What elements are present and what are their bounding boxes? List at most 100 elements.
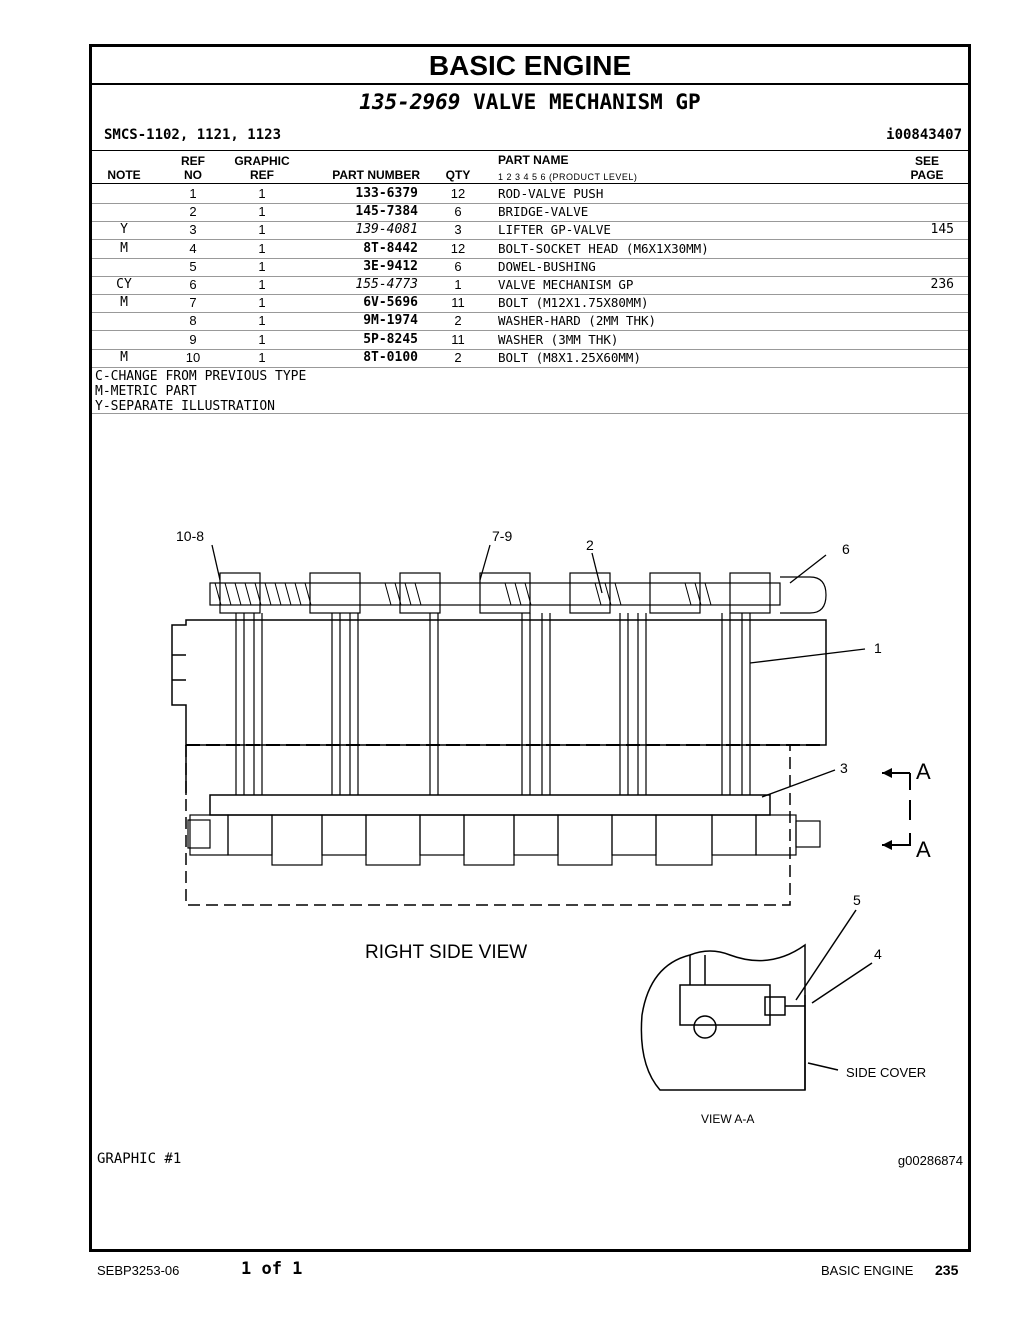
part-graphic-ref: 1 [258,313,266,329]
table-row: 9 1 5P-8245 11 WASHER (3MM THK) [92,331,968,350]
col-graphic-top: GRAPHIC [234,154,290,168]
part-note: CY [116,277,132,292]
part-qty: 1 [454,277,462,292]
part-ref-no: 2 [189,204,197,220]
part-ref-no: 6 [189,277,197,292]
notes-legend: C-CHANGE FROM PREVIOUS TYPE M-METRIC PAR… [95,369,306,414]
callout-7-9: 7-9 [492,528,512,544]
table-row: Y 3 1 139-4081 3 LIFTER GP-VALVE 145 [92,221,968,241]
part-qty: 11 [451,331,465,347]
table-header-divider [92,183,968,184]
part-qty: 12 [450,186,466,201]
col-product-levels: 1 2 3 4 5 6 (PRODUCT LEVEL) [498,172,638,182]
group-number: 135-2969 [359,90,461,114]
col-ref-bottom: NO [184,168,202,182]
part-name: ROD-VALVE PUSH [498,186,604,201]
part-qty: 3 [454,222,462,238]
col-note: NOTE [107,168,141,182]
part-ref-no: 7 [189,295,197,311]
notes-divider [92,413,968,414]
graphic-label: GRAPHIC #1 [97,1151,182,1167]
part-qty: 2 [454,313,462,329]
part-ref-no: 9 [189,331,197,347]
cylinder-head-outline [171,619,827,746]
table-row: 1 1 133-6379 12 ROD-VALVE PUSH [92,185,968,204]
part-number: 6V-5696 [363,295,418,311]
callout-3: 3 [840,760,848,776]
part-name: DOWEL-BUSHING [498,258,596,274]
col-graphic-bottom: REF [250,168,274,182]
part-name: WASHER (3MM THK) [498,331,619,347]
callout-6: 6 [842,541,850,557]
page-frame: BASIC ENGINE 135-2969 VALVE MECHANISM GP… [89,44,971,1252]
part-name: LIFTER GP-VALVE [498,222,611,238]
part-qty: 6 [454,258,462,274]
part-see-page: 145 [930,222,954,238]
part-note: M [120,349,128,365]
group-name: VALVE MECHANISM GP [473,90,701,114]
table-row: CY 6 1 155-4773 1 VALVE MECHANISM GP 236 [92,276,968,295]
part-number: 145-7384 [355,204,418,220]
part-name: VALVE MECHANISM GP [498,277,634,292]
graphic-id: g00286874 [897,1153,963,1168]
part-number: 8T-8442 [363,240,418,256]
header-divider [92,150,968,151]
callout-1: 1 [874,640,882,656]
part-name: WASHER-HARD (2MM THK) [498,313,657,329]
table-row: 5 1 3E-9412 6 DOWEL-BUSHING [92,258,968,277]
smcs-codes: SMCS-1102, 1121, 1123 [104,127,282,143]
part-number: 5P-8245 [363,331,418,347]
footer-doc-number: SEBP3253-06 [97,1263,180,1278]
group-title: 135-2969 VALVE MECHANISM GP [92,90,968,114]
part-graphic-ref: 1 [258,186,266,201]
note-m: M-METRIC PART [95,384,197,399]
part-number: 133-6379 [355,186,418,201]
section-title: BASIC ENGINE [92,47,968,85]
view-aa-detail [640,909,873,1091]
part-ref-no: 1 [189,186,197,201]
part-see-page: 236 [930,277,954,292]
footer-page-of: 1 of 1 [241,1259,303,1279]
part-graphic-ref: 1 [258,240,266,256]
part-ref-no: 10 [185,349,201,365]
section-mark-a-bottom: A [916,837,931,862]
part-ref-no: 8 [189,313,197,329]
callout-10-8: 10-8 [176,528,204,544]
illustration-id: i00843407 [886,127,962,143]
right-side-view-label: RIGHT SIDE VIEW [365,942,527,963]
footer-page-number: 235 [935,1262,959,1278]
part-graphic-ref: 1 [258,277,266,292]
col-qty: QTY [445,168,471,182]
part-graphic-ref: 1 [258,349,266,365]
part-ref-no: 4 [189,240,197,256]
engine-drawing: 10-8 7-9 2 6 1 3 5 4 A A RIGHT SIDE VIEW… [171,528,931,1126]
col-part-name: PART NAME [498,153,569,167]
part-ref-no: 3 [189,222,197,238]
part-qty: 12 [450,240,466,256]
part-note: M [120,240,128,256]
part-name: BOLT (M8X1.25X60MM) [498,349,641,365]
part-number: 155-4773 [355,277,418,292]
part-graphic-ref: 1 [258,204,266,220]
part-graphic-ref: 1 [258,222,266,238]
part-graphic-ref: 1 [258,331,266,347]
col-ref-top: REF [181,154,205,168]
part-ref-no: 5 [189,258,197,274]
part-number: 139-4081 [355,222,418,238]
part-qty: 11 [451,295,465,311]
part-qty: 6 [454,204,462,220]
section-mark-a-top: A [916,759,931,784]
part-note: Y [120,222,128,238]
view-aa-label: VIEW A-A [701,1112,754,1126]
callout-4: 4 [874,946,882,962]
callout-2: 2 [586,537,594,553]
part-graphic-ref: 1 [258,258,266,274]
part-qty: 2 [454,349,462,365]
part-graphic-ref: 1 [258,295,266,311]
part-number: 3E-9412 [363,258,418,274]
